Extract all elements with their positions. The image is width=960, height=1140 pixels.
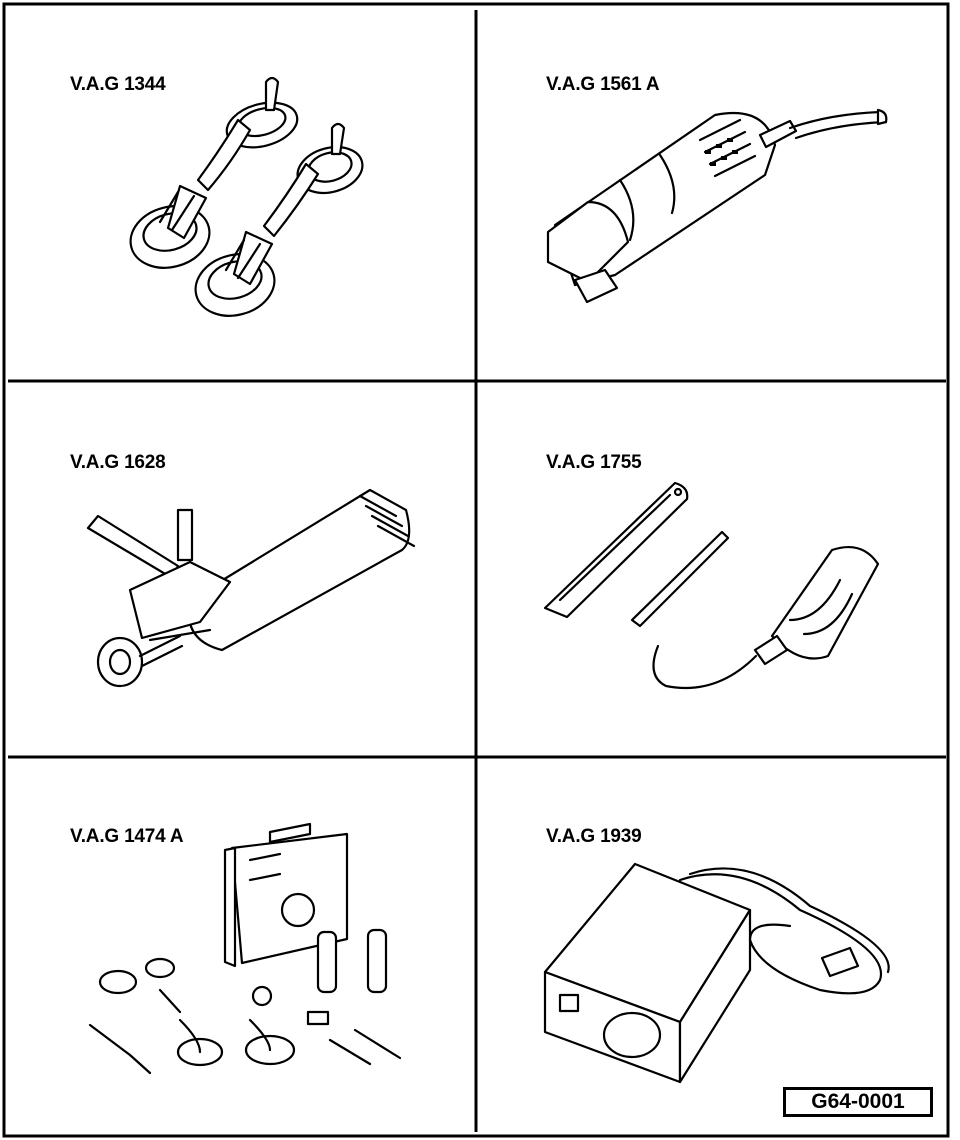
repair-kit-drawing (88, 822, 402, 1075)
heating-knife-drawing (543, 481, 880, 690)
figure-code: G64-0001 (783, 1087, 933, 1117)
oscillating-cutter-drawing (546, 108, 888, 304)
tool-label-vag-1755: V.A.G 1755 (546, 452, 642, 473)
suction-lifter-drawing (129, 76, 364, 317)
pneumatic-cutter-drawing (86, 488, 416, 688)
tool-label-vag-1939: V.A.G 1939 (546, 826, 642, 847)
tool-label-vag-1474a: V.A.G 1474 A (70, 826, 184, 847)
tool-label-vag-1561a: V.A.G 1561 A (546, 74, 660, 95)
tool-label-vag-1628: V.A.G 1628 (70, 452, 166, 473)
power-supply-drawing (543, 862, 890, 1084)
tool-label-vag-1344: V.A.G 1344 (70, 74, 166, 95)
